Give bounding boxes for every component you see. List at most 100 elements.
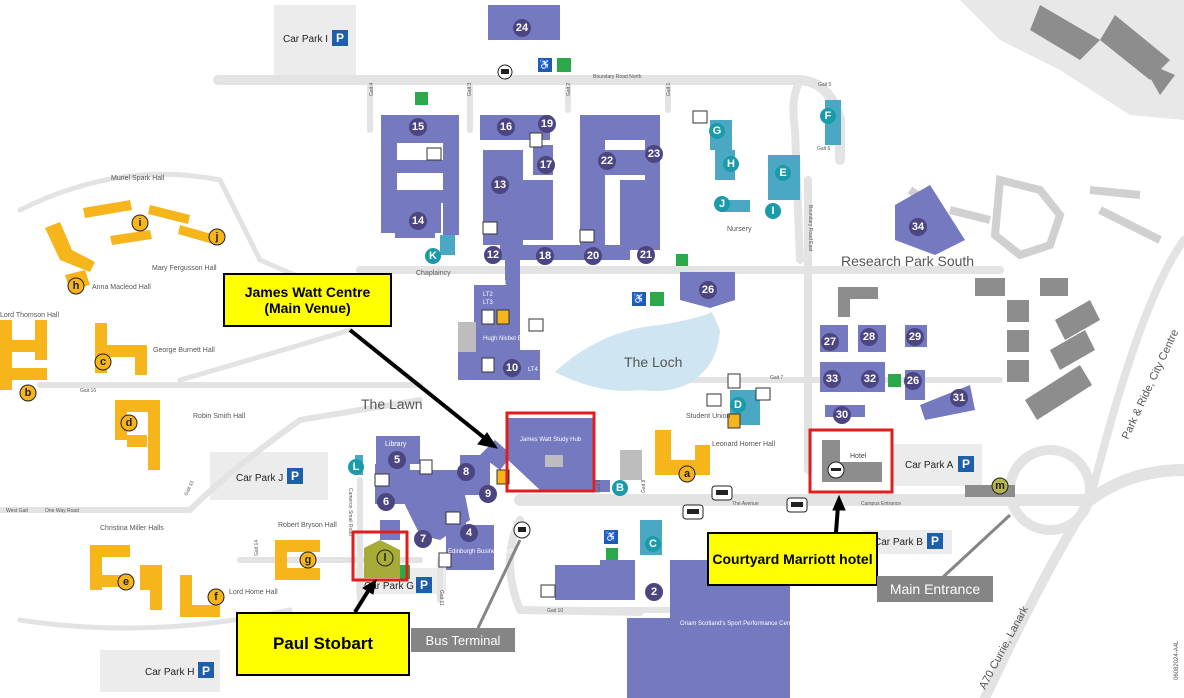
research-park-south-label: Research Park South — [841, 253, 974, 269]
marker-L[interactable]: L — [348, 459, 364, 475]
svg-text:L: L — [353, 461, 360, 473]
building-30-marker[interactable]: 30 — [833, 406, 851, 424]
svg-text:j: j — [214, 231, 218, 243]
building-31-marker[interactable]: 32 — [861, 370, 879, 388]
hall-label-robert-bryson: Robert Bryson Hall — [278, 522, 337, 529]
hall-marker-d[interactable]: d — [120, 414, 138, 432]
ev-charging-icon — [888, 374, 901, 387]
ev-charging-icon — [676, 254, 688, 266]
svg-text:16: 16 — [500, 121, 512, 133]
building-27-marker[interactable]: 27 — [821, 333, 839, 351]
svg-text:23: 23 — [648, 148, 660, 160]
hall-marker-m[interactable]: m — [991, 477, 1009, 495]
svg-text:Car Park A: Car Park A — [905, 460, 954, 471]
svg-text:a: a — [684, 468, 691, 480]
building-23-marker[interactable]: 26 — [699, 281, 717, 299]
car-park-a[interactable]: Car Park A P — [905, 456, 974, 472]
building-26-marker[interactable]: 26 — [904, 372, 922, 390]
bicycle-icon — [755, 387, 771, 401]
hall-marker-i[interactable]: i — [131, 214, 149, 232]
road-label-west-gait: West Gait — [6, 508, 28, 514]
marker-C[interactable]: C — [645, 536, 661, 552]
building-12-marker[interactable]: 13 — [491, 176, 509, 194]
food-icon — [529, 132, 543, 148]
svg-text:28: 28 — [863, 331, 875, 343]
svg-text:2: 2 — [651, 586, 657, 598]
hall-marker-a[interactable]: a — [678, 465, 696, 483]
svg-text:K: K — [429, 250, 437, 262]
building-29-marker[interactable]: 29 — [906, 328, 924, 346]
building-33-marker[interactable]: 31 — [950, 389, 968, 407]
marker-F[interactable]: F — [820, 108, 836, 124]
the-loch-water — [555, 312, 720, 391]
building-6-marker[interactable]: 6 — [377, 493, 395, 511]
building-10-marker[interactable]: 10 — [503, 359, 521, 377]
marker-I[interactable]: I — [765, 203, 781, 219]
bicycle-icon — [706, 393, 722, 407]
building-24-marker[interactable]: 24 — [513, 19, 531, 37]
building-20-marker[interactable]: 21 — [637, 246, 655, 264]
cash-icon — [496, 309, 510, 325]
svg-text:f: f — [214, 591, 218, 603]
marker-G[interactable]: G — [709, 123, 725, 139]
bus-stop-icon — [711, 485, 733, 501]
building-17-marker[interactable]: 18 — [536, 247, 554, 265]
building-21-marker[interactable]: 22 — [598, 152, 616, 170]
hall-marker-b[interactable]: b — [19, 384, 37, 402]
building-13-marker[interactable]: 14 — [409, 212, 427, 230]
james-watt-study-hub-label: James Watt Study Hub — [520, 437, 582, 443]
car-park-b[interactable]: Car Park B P — [874, 533, 943, 549]
marker-H[interactable]: H — [723, 156, 739, 172]
building-2-marker[interactable]: 2 — [645, 583, 663, 601]
building-7-marker[interactable]: 7 — [414, 530, 432, 548]
svg-text:20: 20 — [587, 250, 599, 262]
building-16-marker[interactable]: 17 — [537, 156, 555, 174]
svg-text:19: 19 — [541, 118, 553, 130]
svg-text:17: 17 — [540, 159, 552, 171]
car-park-j[interactable]: Car Park J P — [236, 468, 303, 484]
building-34-marker[interactable]: 34 — [909, 218, 927, 236]
nursery-label: Nursery — [727, 226, 752, 233]
marker-D[interactable]: D — [730, 397, 746, 413]
car-park-h[interactable]: Car Park H P — [145, 662, 214, 678]
marker-J[interactable]: J — [714, 196, 730, 212]
hall-marker-e[interactable]: e — [117, 573, 135, 591]
building-18-marker[interactable]: 19 — [538, 115, 556, 133]
road-label-boundary-north: Boundary Road North — [593, 74, 642, 80]
svg-text:Gait 6: Gait 6 — [817, 146, 831, 152]
building-8-marker[interactable]: 8 — [457, 463, 475, 481]
building-5-marker[interactable]: 5 — [388, 451, 406, 469]
hall-marker-f[interactable]: f — [207, 588, 225, 606]
svg-text:31: 31 — [953, 392, 965, 404]
marker-E[interactable]: E — [775, 165, 791, 181]
svg-text:P: P — [420, 578, 428, 592]
bicycle-icon — [426, 147, 442, 161]
marker-K[interactable]: K — [425, 248, 441, 264]
hall-marker-h[interactable]: h — [67, 277, 85, 295]
callout-arrows — [348, 328, 846, 614]
svg-text:Gait 7: Gait 7 — [770, 375, 784, 381]
car-park-g[interactable]: Car Park G P — [364, 577, 432, 593]
svg-text:b: b — [25, 387, 32, 399]
building-14-marker[interactable]: 15 — [409, 118, 427, 136]
building-11-marker[interactable]: 12 — [484, 246, 502, 264]
hotel-building[interactable]: Hotel — [822, 440, 882, 482]
building-32-marker[interactable]: 33 — [823, 370, 841, 388]
svg-text:27: 27 — [824, 336, 836, 348]
hall-marker-g[interactable]: g — [299, 551, 317, 569]
paul-stobart-building[interactable]: l — [364, 540, 410, 579]
svg-text:21: 21 — [640, 249, 652, 261]
building-22-marker[interactable]: 23 — [645, 145, 663, 163]
hall-marker-c[interactable]: c — [94, 353, 112, 371]
svg-text:14: 14 — [412, 215, 425, 227]
building-28-marker[interactable]: 28 — [860, 328, 878, 346]
building-9-marker[interactable]: 9 — [479, 485, 497, 503]
hall-marker-j[interactable]: j — [208, 228, 226, 246]
marker-B[interactable]: B — [612, 480, 628, 496]
car-park-i[interactable]: Car Park I P — [283, 30, 348, 46]
building-19-marker[interactable]: 20 — [584, 247, 602, 265]
svg-text:g: g — [305, 554, 312, 566]
building-15-marker[interactable]: 16 — [497, 118, 515, 136]
building-4-marker[interactable]: 4 — [460, 524, 478, 542]
bus-stop-icon — [513, 521, 531, 539]
